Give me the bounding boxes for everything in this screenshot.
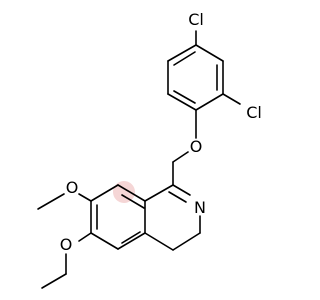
bond xyxy=(222,93,241,105)
bond xyxy=(195,44,224,62)
bond xyxy=(117,184,146,202)
atom-labels: Cl Cl O N O O xyxy=(60,10,262,254)
oxygen-label: O xyxy=(60,235,73,254)
bond xyxy=(41,273,67,289)
bond xyxy=(78,232,92,242)
bond xyxy=(172,184,191,196)
bond xyxy=(90,232,119,250)
bond xyxy=(172,232,201,251)
nitrogen-label: N xyxy=(194,198,206,217)
chlorine-label: Cl xyxy=(246,103,262,122)
bond xyxy=(173,51,196,66)
bond xyxy=(167,93,197,111)
chlorine-label: Cl xyxy=(188,10,204,29)
bond xyxy=(195,93,224,111)
oxygen-label: O xyxy=(66,178,79,197)
bond xyxy=(168,191,187,203)
bonds xyxy=(37,30,241,289)
bond xyxy=(117,232,146,250)
molecule-diagram: Cl Cl O N O O xyxy=(37,10,262,289)
bond xyxy=(121,231,141,244)
bond xyxy=(144,184,174,202)
bond xyxy=(37,193,65,210)
bond xyxy=(172,151,189,163)
bond xyxy=(90,184,119,202)
bond xyxy=(167,44,197,62)
bond xyxy=(144,232,174,251)
atom-highlight xyxy=(113,181,135,203)
bond xyxy=(78,193,92,202)
bond xyxy=(173,90,196,104)
oxygen-label: O xyxy=(190,137,203,156)
bond xyxy=(121,194,145,209)
